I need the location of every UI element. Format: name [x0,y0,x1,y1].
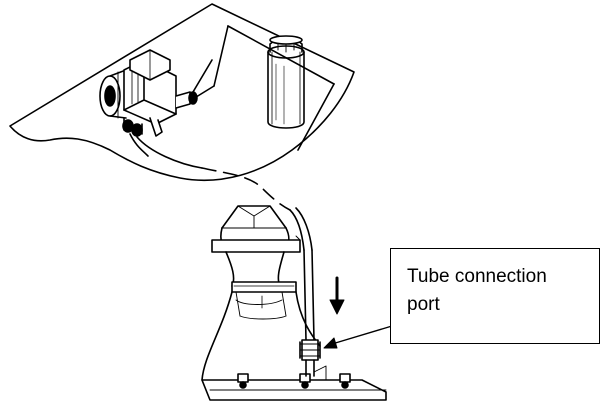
tube-lines [129,133,313,251]
callout-leader [323,325,393,349]
callout-label: Tube connection port [407,266,547,315]
device-body [201,205,387,401]
cylinder-sensor [267,35,305,129]
callout-box: Tube connection port [390,248,600,344]
valve-assembly [99,49,213,137]
cutaway-panel [9,3,355,182]
tube-fitting [299,249,327,381]
down-arrow-icon [329,276,345,315]
base-bolts [237,373,351,389]
